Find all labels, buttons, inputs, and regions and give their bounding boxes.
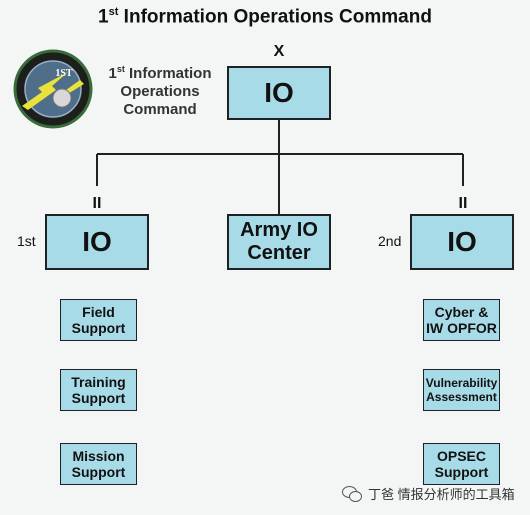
left-node-side-label: 1st <box>17 233 36 249</box>
top-node-box: IO <box>227 66 331 120</box>
left-node-box: IO <box>45 214 149 270</box>
right-node-echelon: II <box>458 195 468 212</box>
page-title: 1st Information Operations Command <box>98 6 432 28</box>
right-subunit-box: Cyber &IW OPFOR <box>423 299 500 341</box>
command-emblem-icon: 1ST <box>13 49 93 129</box>
wechat-icon <box>342 485 362 502</box>
emblem-text: 1ST <box>55 68 73 79</box>
watermark: 丁爸 情报分析师的工具箱 <box>342 484 515 503</box>
right-node-side-label: 2nd <box>378 233 402 249</box>
logo-caption: 1st Information Operations Command <box>108 64 212 118</box>
center-node-box: Army IO Center <box>227 214 331 270</box>
left-node-echelon: II <box>92 195 102 212</box>
top-node-echelon: X <box>273 43 285 60</box>
right-node-box: IO <box>410 214 514 270</box>
